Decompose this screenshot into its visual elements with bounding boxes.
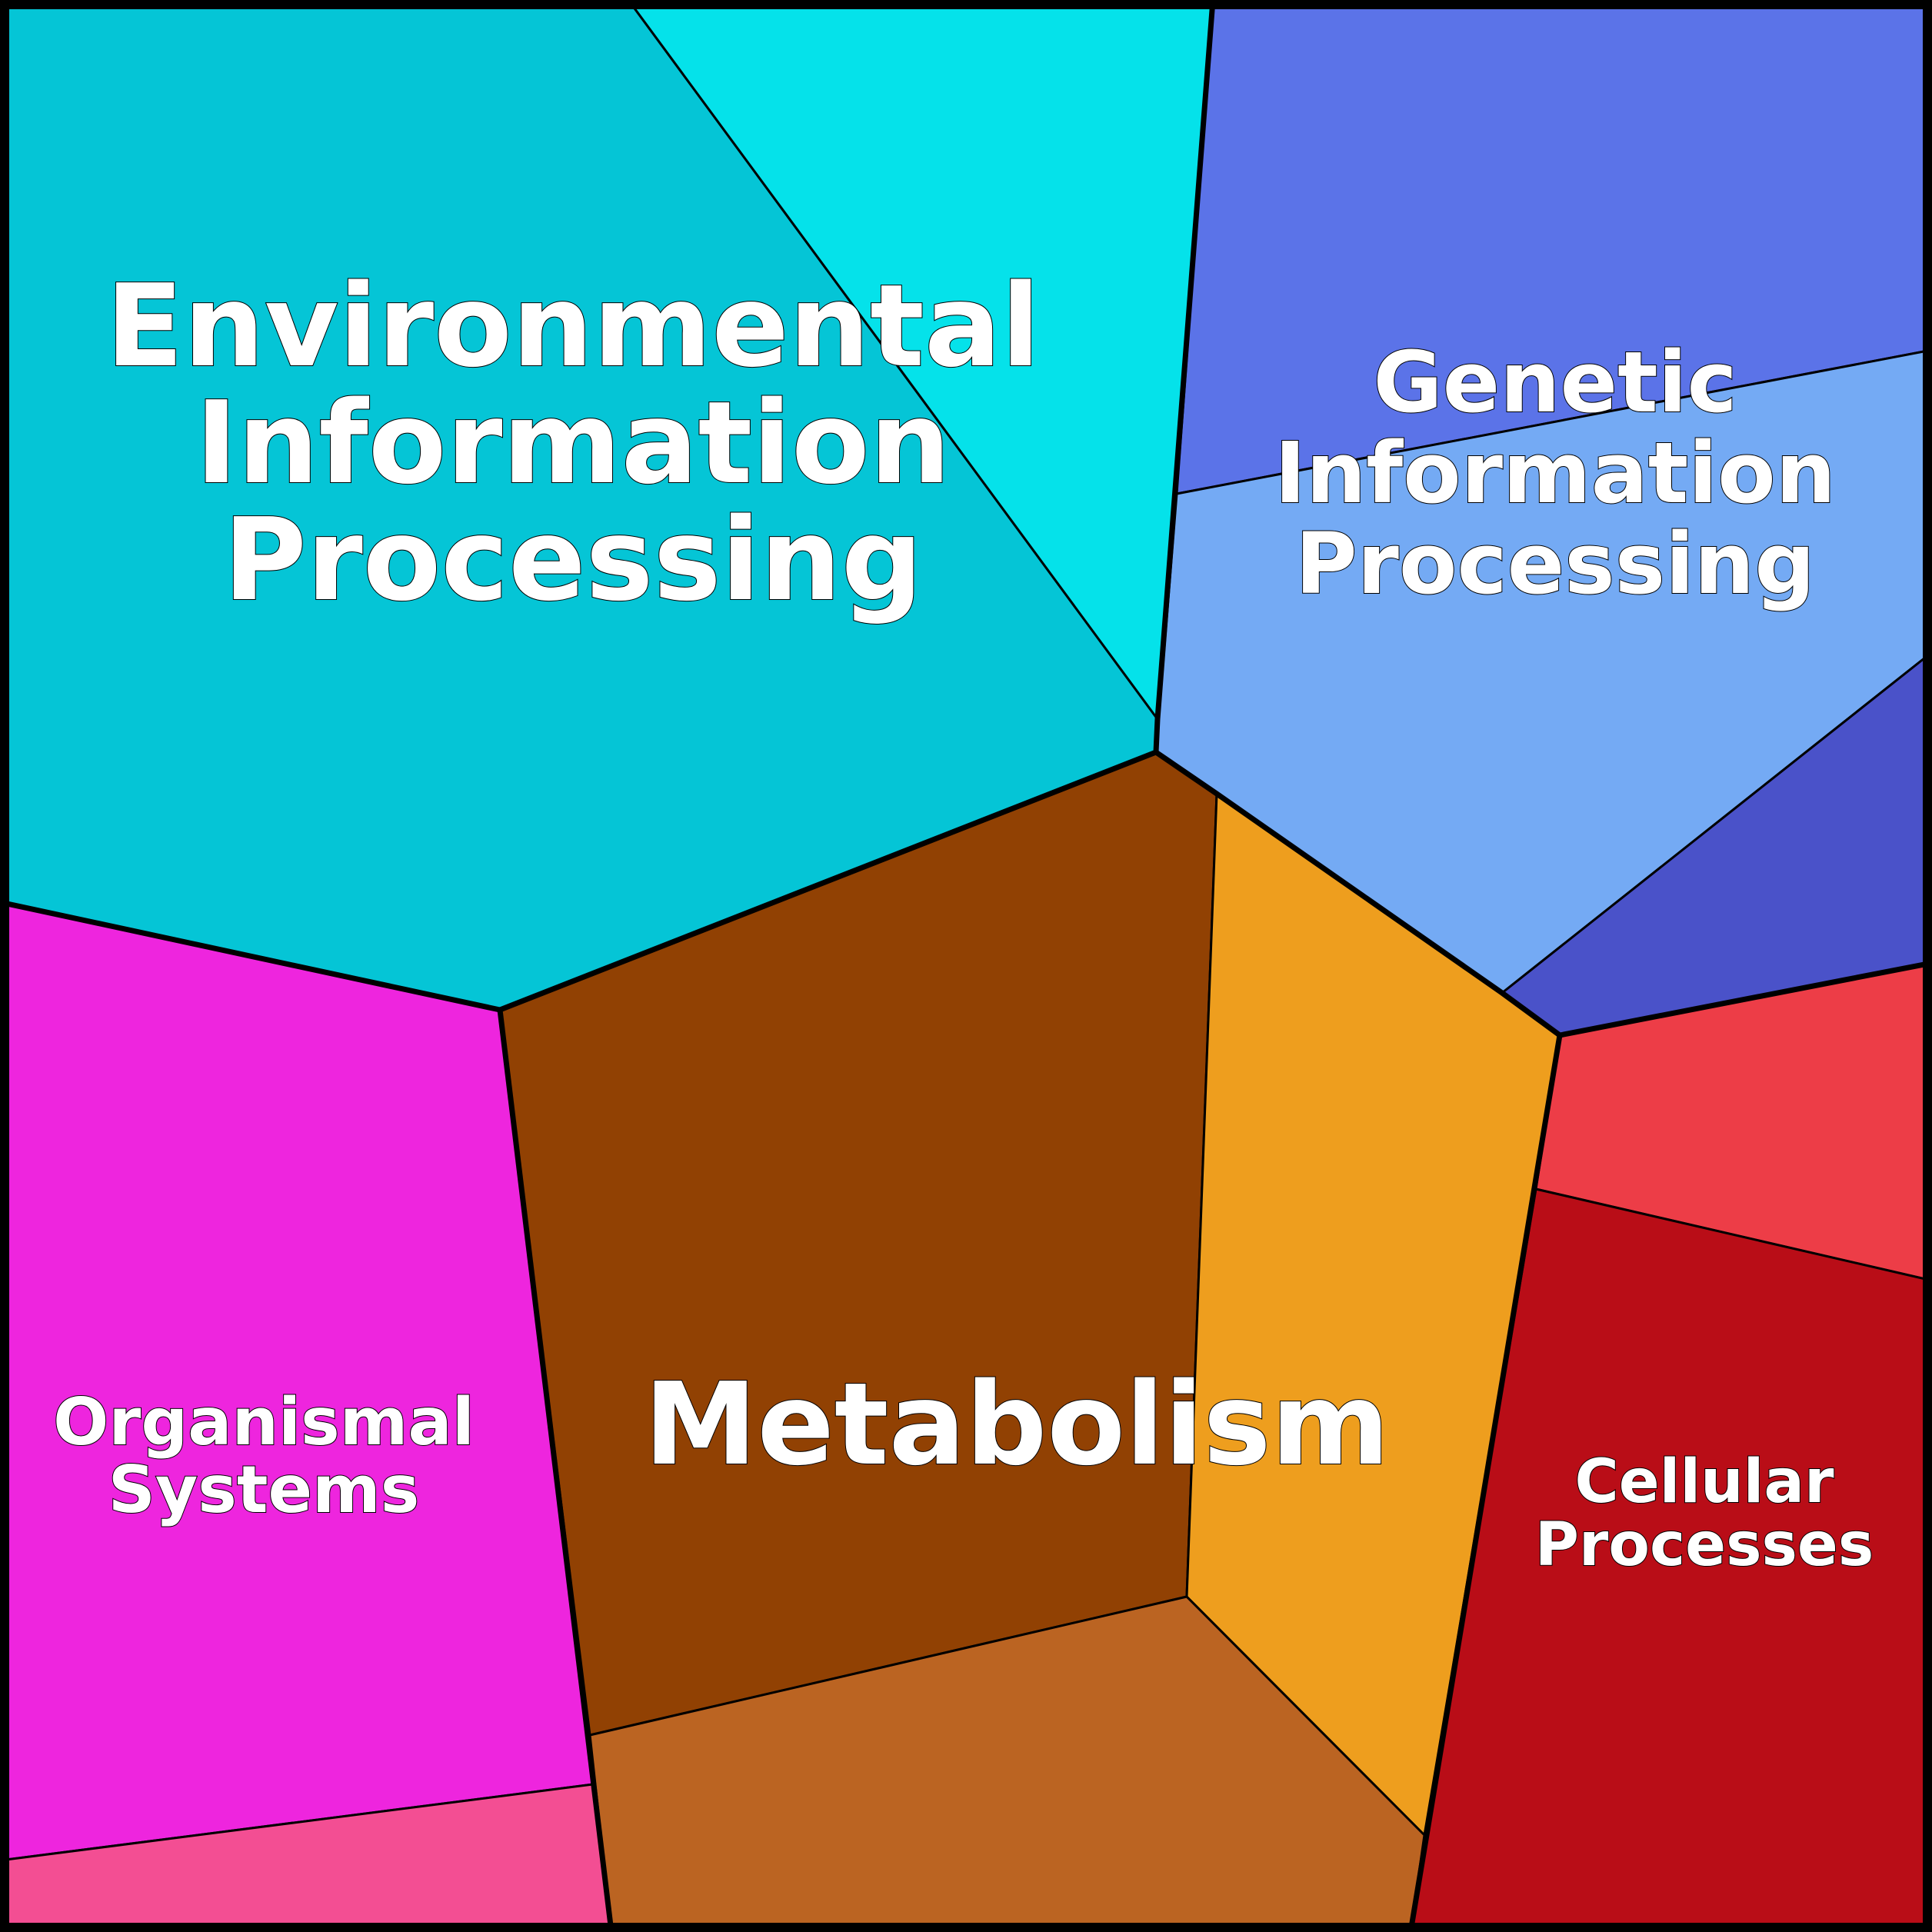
label-cel-line-1: Cellular xyxy=(1575,1447,1835,1517)
label-org-line-1: Organismal xyxy=(53,1384,475,1461)
label-env-line-1: Environmental xyxy=(105,260,1040,392)
label-gen-line-3: Processing xyxy=(1295,515,1815,613)
label-org-line-2: Systems xyxy=(108,1452,420,1528)
label-env-line-3: Processing xyxy=(223,494,922,626)
group-border-3 xyxy=(1154,750,1932,1038)
label-cel-line-2: Processes xyxy=(1535,1511,1874,1580)
label-gen-line-2: Information xyxy=(1274,424,1836,522)
label-met-line-1: Metabolism xyxy=(644,1358,1390,1491)
label-gen-line-1: Genetic xyxy=(1373,333,1737,431)
label-env-line-2: Information xyxy=(195,377,951,509)
label-met: Metabolism xyxy=(644,1358,1390,1491)
group-border-4 xyxy=(1407,1034,1563,1932)
group-border-2 xyxy=(497,1009,615,1932)
cell-org-2 xyxy=(0,1783,613,1932)
